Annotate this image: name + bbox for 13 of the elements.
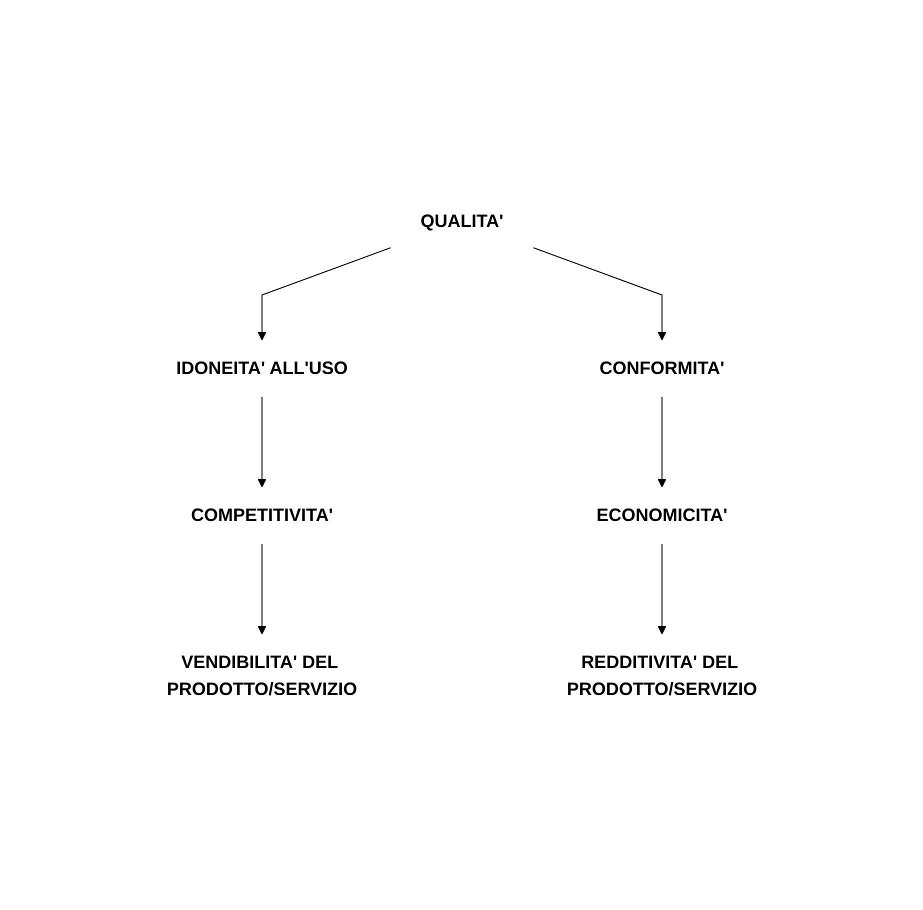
arrow [257,543,266,634]
arrow [657,543,666,634]
node-text: ECONOMICITA' [596,504,727,524]
arrow [257,246,391,340]
arrow [657,396,666,487]
node-text: IDONEITA' ALL'USO [176,358,348,378]
node-text: VENDIBILITA' DEL PRODOTTO/SERVIZIO [166,652,357,698]
node-text: REDDITIVITA' DEL PRODOTTO/SERVIZIO [566,652,757,698]
arrow [257,396,266,487]
node-text: CONFORMITA' [599,358,724,378]
arrow [532,246,666,340]
node-text: COMPETITIVITA' [190,504,332,524]
node-text: QUALITA' [420,210,503,230]
